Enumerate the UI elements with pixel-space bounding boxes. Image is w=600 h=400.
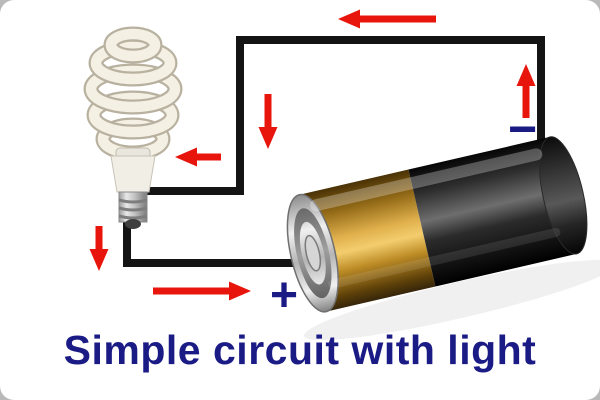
bulb-plastic-base — [110, 155, 156, 193]
battery-icon — [286, 136, 588, 313]
battery-negative-end — [539, 136, 588, 255]
current-arrow-middle-down — [258, 94, 278, 149]
bulb-spiral-tube — [83, 26, 183, 161]
current-arrow-bottom-right — [153, 281, 251, 301]
battery-black-body — [408, 136, 577, 287]
diagram-caption: Simple circuit with light — [63, 327, 537, 373]
bulb-contact-tip — [125, 219, 141, 229]
battery-highlight — [310, 148, 543, 212]
cfl-light-bulb-icon — [83, 26, 183, 229]
current-arrow-top-left — [338, 9, 436, 29]
bulb-screw-base — [118, 191, 148, 229]
current-arrow-into-bulb — [175, 147, 221, 167]
current-arrow-left-down — [89, 226, 109, 271]
current-arrow-right-up — [516, 64, 536, 118]
battery-lower-sheen — [328, 227, 561, 289]
circuit-wire-top — [146, 36, 545, 195]
circuit-wire-bottom — [123, 212, 312, 267]
negative-terminal-label: − — [508, 101, 537, 157]
positive-terminal-label: + — [270, 269, 298, 322]
battery-shadow — [304, 259, 600, 341]
